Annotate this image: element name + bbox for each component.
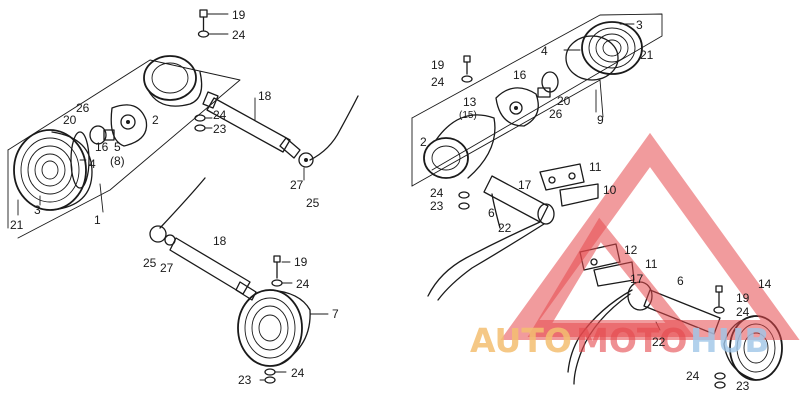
watermark-logo: AUTO MOTO HUB [470,132,800,360]
callout-label: 20 [63,113,77,127]
callout-label: 20 [557,94,571,108]
lens-7 [237,289,329,367]
bolt-19-top [197,9,229,38]
lens-gasket-4 [70,131,90,189]
callout-label: 5 [114,140,121,154]
bracket-11 [539,163,585,191]
stem-18-lower [149,225,257,301]
callout-label: 10 [603,183,617,197]
callout-label: 22 [652,335,666,349]
callout-label: 18 [213,234,227,248]
stem-nut [194,114,213,132]
callout-label: 24 [213,108,227,122]
callout-label: 4 [541,44,548,58]
socket-plate-5 [110,104,148,147]
callout-label: 24 [430,186,444,200]
callout-label: 24 [431,75,445,89]
callout-label: 2 [420,135,427,149]
wire-b [437,223,545,301]
callout-label: 6 [488,206,495,220]
callout-label: 16 [513,68,527,82]
nut-right-bottom [714,372,726,389]
callout-label: 13 [463,95,477,109]
bolt-19-lower [271,255,293,287]
callout-label: 27 [290,178,304,192]
wire-upper [159,177,206,229]
bolt-19-right-lower [713,285,725,314]
callout-label: 21 [10,218,24,232]
callout-label: 26 [549,107,563,121]
wire-a [427,221,541,297]
callout-label: 11 [589,160,602,174]
bulb-16-right [537,71,559,98]
callout-label: 12 [624,243,638,257]
watermark-moto: MOTO [576,321,687,360]
nut-24-23-right [458,191,470,210]
callout-label: 19 [232,8,246,22]
callout-label: 9 [597,113,604,127]
callout-label: 24 [232,28,246,42]
callout-label: 1 [94,213,101,227]
callout-label: 23 [430,199,444,213]
callout-label: 27 [160,261,174,275]
nut-bottom [259,368,287,384]
callout-label: 23 [736,379,750,393]
wire-c [491,193,501,229]
callout-labels: 19 24 18 26 20 2 24 23 16 5 (8) 4 3 21 1… [10,8,772,393]
lens-3-right [581,21,643,75]
callout-label: 2 [152,113,159,127]
housing-2 [143,55,203,107]
housing-2-right [423,114,496,179]
callout-label: 25 [143,256,157,270]
callout-label: 24 [736,305,750,319]
callout-label: 11 [645,257,658,271]
gasket-4-right [565,35,619,81]
callout-label: 7 [332,307,339,321]
callout-label: 4 [89,157,96,171]
callout-label: 3 [34,203,41,217]
right-box-bottom [411,79,604,187]
callout-label: 3 [636,18,643,32]
callout-label: 24 [291,366,305,380]
stay-10 [559,183,599,207]
callout-label: 19 [431,58,445,72]
watermark-hub: HUB [690,321,770,360]
lens-3 [13,129,93,211]
callout-label: 25 [306,196,320,210]
right-front-winker-assembly [411,13,663,301]
grommet-27 [298,95,359,181]
left-front-winker-assembly [7,9,359,239]
stem-18 [202,91,301,159]
callout-label: 23 [238,373,252,387]
callout-label: 16 [95,140,109,154]
callout-label: 19 [736,291,750,305]
callout-label: 24 [296,277,310,291]
wire-e [573,293,631,385]
callout-label: 14 [758,277,772,291]
housing-box-outline [7,59,241,239]
callout-label: 22 [498,221,512,235]
callout-label: 24 [686,369,700,383]
callout-label: (15) [459,110,477,121]
right-box-outline [411,13,663,171]
callout-label: 17 [518,178,532,192]
watermark-auto: AUTO [470,321,572,360]
left-rear-winker-assembly [149,177,329,384]
callout-label: 21 [640,48,654,62]
callout-label: 23 [213,122,227,136]
screw-19-right [461,55,473,83]
watermark-triangle-inner [527,217,695,337]
callout-label: 19 [294,255,308,269]
callout-label: 6 [677,274,684,288]
socket-plate-13 [495,87,539,127]
callout-label: 26 [76,101,90,115]
callout-label: (8) [110,154,125,168]
callout-label: 17 [630,272,644,286]
callout-label: 18 [258,89,272,103]
leader-1 [99,183,104,213]
